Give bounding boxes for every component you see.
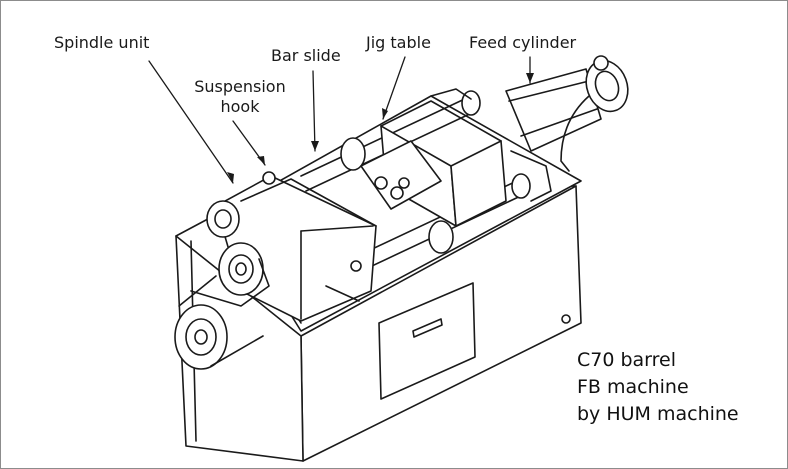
spindle-unit-drawing xyxy=(174,171,377,370)
leader-jig-table xyxy=(382,56,406,120)
bar-slide-drawing xyxy=(300,90,531,274)
label-spindle-unit: Spindle unit xyxy=(54,33,150,52)
label-feed-cylinder: Feed cylinder xyxy=(469,33,577,52)
leader-arrowheads xyxy=(227,73,534,183)
label-bar-slide: Bar slide xyxy=(271,46,341,65)
caption: C70 barrel FB machine by HUM machine xyxy=(577,347,739,428)
label-suspension-hook-line1: Suspension xyxy=(194,77,286,96)
leader-spindle-unit xyxy=(148,60,234,184)
jig-table-drawing xyxy=(360,88,552,227)
feed-cylinder-drawing xyxy=(505,55,629,172)
label-jig-table: Jig table xyxy=(366,33,431,52)
caption-line-1: C70 barrel xyxy=(577,349,677,371)
label-suspension-hook: Suspension hook xyxy=(182,77,298,117)
caption-line-3: by HUM machine xyxy=(577,403,739,425)
leader-bar-slide xyxy=(312,70,316,152)
label-suspension-hook-line2: hook xyxy=(220,97,260,116)
caption-line-2: FB machine xyxy=(577,376,689,398)
